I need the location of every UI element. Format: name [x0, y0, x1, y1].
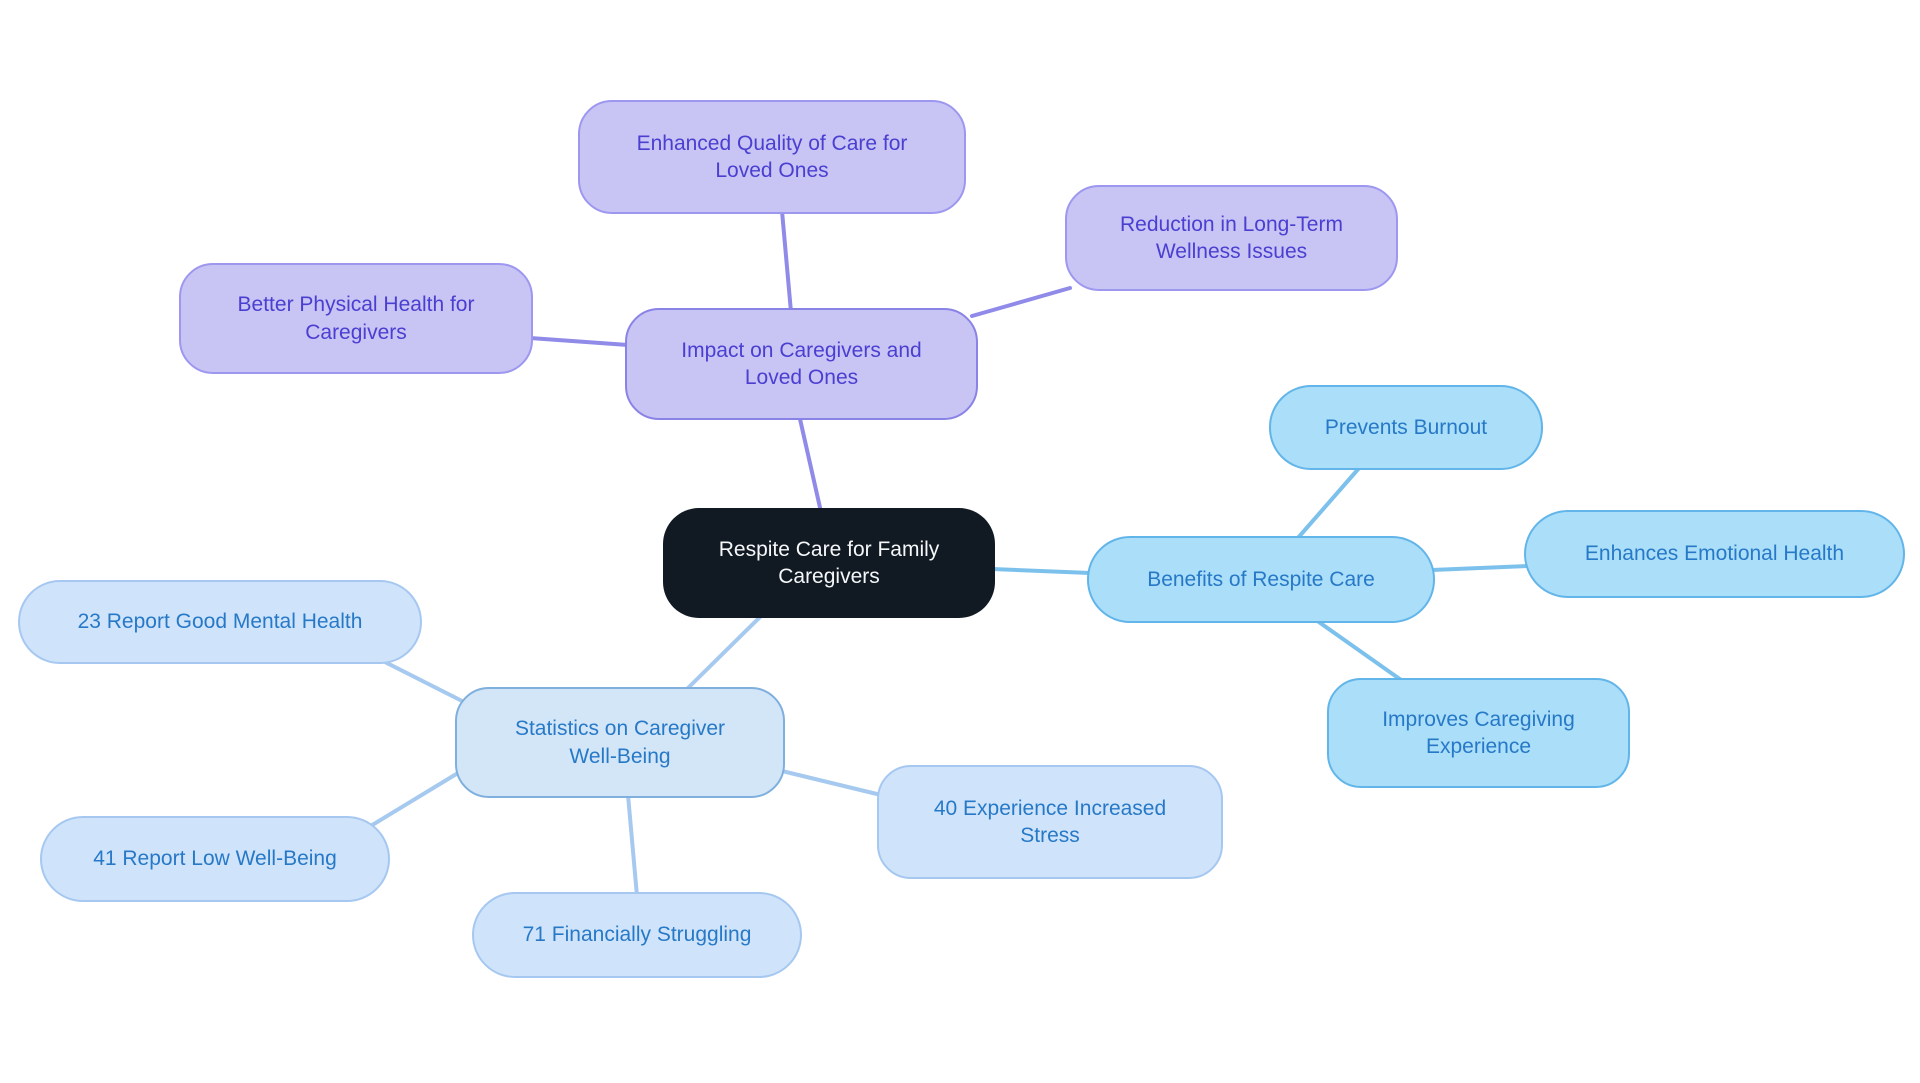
node-prevents-burnout: Prevents Burnout: [1269, 385, 1543, 470]
node-stat-financially-struggling: 71 Financially Struggling: [472, 892, 802, 978]
node-label: Better Physical Health for Caregivers: [237, 293, 475, 344]
edge-impact-reduction: [970, 286, 1072, 318]
node-improves-caregiving-experience: Improves Caregiving Experience: [1327, 678, 1630, 788]
node-respite-care-root: Respite Care for Family Caregivers: [663, 508, 995, 618]
edge-statistics-stat71: [626, 793, 639, 898]
node-stat-good-mental-health: 23 Report Good Mental Health: [18, 580, 422, 664]
edge-benefits-improves: [1314, 618, 1406, 684]
edge-center-statistics: [684, 613, 764, 692]
edge-impact-center: [798, 417, 823, 514]
node-benefits-of-respite-care: Benefits of Respite Care: [1087, 536, 1435, 623]
node-impact-on-caregivers: Impact on Caregivers and Loved Ones: [625, 308, 978, 420]
node-enhanced-quality-of-care: Enhanced Quality of Care for Loved Ones: [578, 100, 966, 214]
edge-benefits-prevents: [1295, 465, 1362, 541]
edge-impact-better: [528, 336, 630, 347]
edge-center-benefits: [990, 567, 1092, 575]
node-label: Benefits of Respite Care: [1147, 567, 1375, 591]
edge-statistics-stat23: [377, 657, 470, 706]
edge-statistics-stat41: [367, 771, 460, 829]
node-label: Enhances Emotional Health: [1584, 542, 1845, 566]
node-statistics-caregiver-wellbeing: Statistics on Caregiver Well-Being: [455, 687, 785, 798]
node-label: 40 Experience Increased Stress: [933, 796, 1167, 847]
node-label: Statistics on Caregiver Well-Being: [514, 717, 726, 768]
node-label: Reduction in Long-Term Wellness Issues: [1120, 212, 1343, 263]
node-label: Respite Care for Family Caregivers: [718, 537, 940, 588]
edge-statistics-stat40: [780, 769, 883, 797]
node-label: 71 Financially Struggling: [522, 923, 752, 947]
node-stat-increased-stress: 40 Experience Increased Stress: [877, 765, 1223, 879]
node-label: Prevents Burnout: [1324, 415, 1488, 439]
node-better-physical-health: Better Physical Health for Caregivers: [179, 263, 533, 374]
node-label: Improves Caregiving Experience: [1382, 707, 1575, 758]
node-reduction-wellness-issues: Reduction in Long-Term Wellness Issues: [1065, 185, 1398, 291]
node-label: 23 Report Good Mental Health: [77, 610, 363, 634]
node-enhances-emotional-health: Enhances Emotional Health: [1524, 510, 1905, 598]
node-label: Impact on Caregivers and Loved Ones: [681, 338, 922, 389]
edge-impact-enhanced: [780, 209, 793, 314]
node-label: 41 Report Low Well-Being: [93, 847, 337, 871]
node-stat-low-wellbeing: 41 Report Low Well-Being: [40, 816, 390, 902]
edge-benefits-enhances: [1430, 564, 1529, 572]
node-label: Enhanced Quality of Care for Loved Ones: [636, 131, 908, 182]
